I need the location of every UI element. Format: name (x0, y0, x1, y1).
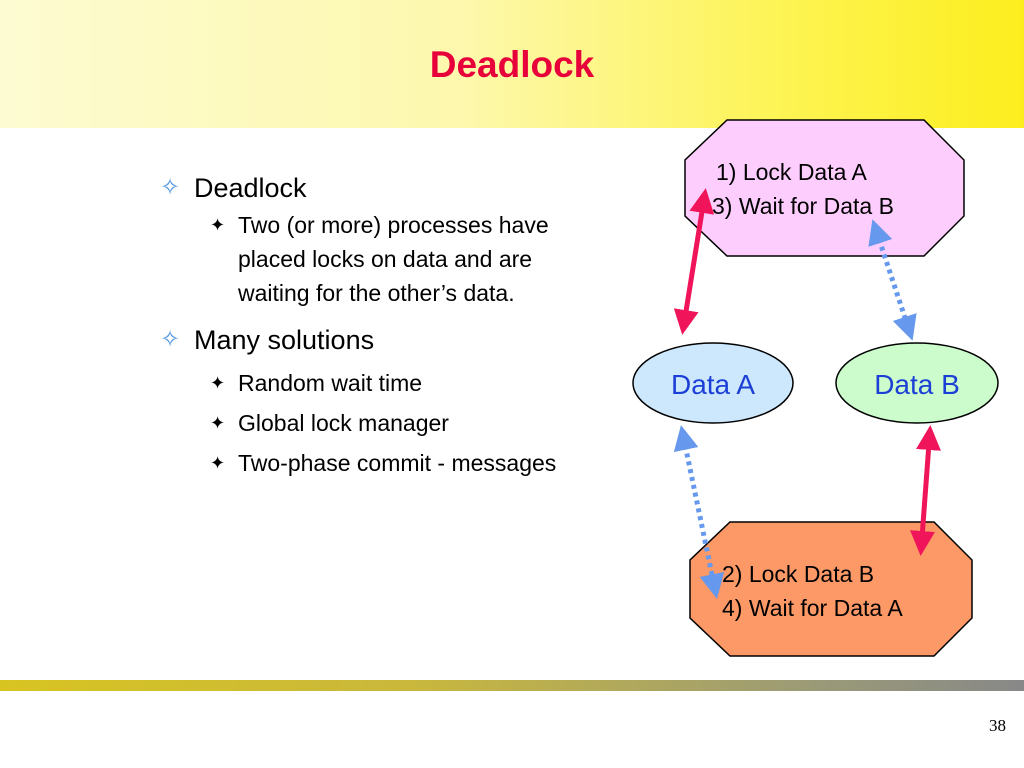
subbullet-text: Random wait time (238, 370, 423, 396)
data-a-node (632, 342, 794, 424)
subbullet-text: Global lock manager (238, 410, 449, 436)
diamond-bullet-icon: ✧ (160, 174, 181, 201)
data-a-label: Data A (671, 369, 755, 400)
subbullet-global-lock: ✦ Global lock manager (210, 406, 640, 440)
star-bullet-icon: ✦ (210, 373, 226, 393)
process1-line2: 3) Wait for Data B (712, 193, 894, 219)
process1-line1: 1) Lock Data A (716, 159, 868, 185)
process1-box (684, 119, 965, 257)
process2-box (689, 521, 973, 657)
subbullet-text: Two (or more) processes have placed lock… (238, 208, 549, 310)
lock-arrow-process1-data-a (673, 188, 715, 335)
bullet-text: Many solutions (194, 325, 375, 355)
page-number: 38 (989, 716, 1006, 735)
bullet-many-solutions: ✧ Many solutions (160, 320, 640, 360)
subbullet-line: Two (or more) processes have (238, 212, 549, 238)
bullet-list: ✧ Deadlock ✦ Two (or more) processes hav… (160, 168, 640, 480)
subbullet-definition: ✦ Two (or more) processes have placed lo… (210, 208, 640, 310)
star-bullet-icon: ✦ (210, 215, 226, 235)
data-b-node (835, 342, 999, 424)
bullet-text: Deadlock (194, 173, 307, 203)
lock-arrow-data-b-process2 (910, 425, 941, 556)
subbullet-two-phase: ✦ Two-phase commit - messages (210, 446, 640, 480)
bullet-deadlock: ✧ Deadlock (160, 168, 640, 208)
wait-arrow-data-a-process2 (673, 425, 725, 599)
subbullet-text: Two-phase commit - messages (238, 450, 557, 476)
star-bullet-icon: ✦ (210, 453, 226, 473)
deadlock-diagram: 1) Lock Data A 3) Wait for Data B 2) Loc… (632, 119, 999, 657)
subbullet-random-wait: ✦ Random wait time (210, 366, 640, 400)
wait-arrow-process1-data-b (868, 219, 917, 341)
slide-title: Deadlock (429, 44, 595, 85)
process2-line1: 2) Lock Data B (722, 561, 874, 587)
subbullet-line: placed locks on data and are (238, 246, 533, 272)
diamond-bullet-icon: ✧ (160, 326, 181, 353)
footer-bar (0, 680, 1024, 691)
title-banner: Deadlock (0, 0, 1024, 128)
subbullet-line: waiting for the other’s data. (238, 280, 515, 306)
process2-line2: 4) Wait for Data A (722, 595, 903, 621)
star-bullet-icon: ✦ (210, 413, 226, 433)
data-b-label: Data B (874, 369, 960, 400)
